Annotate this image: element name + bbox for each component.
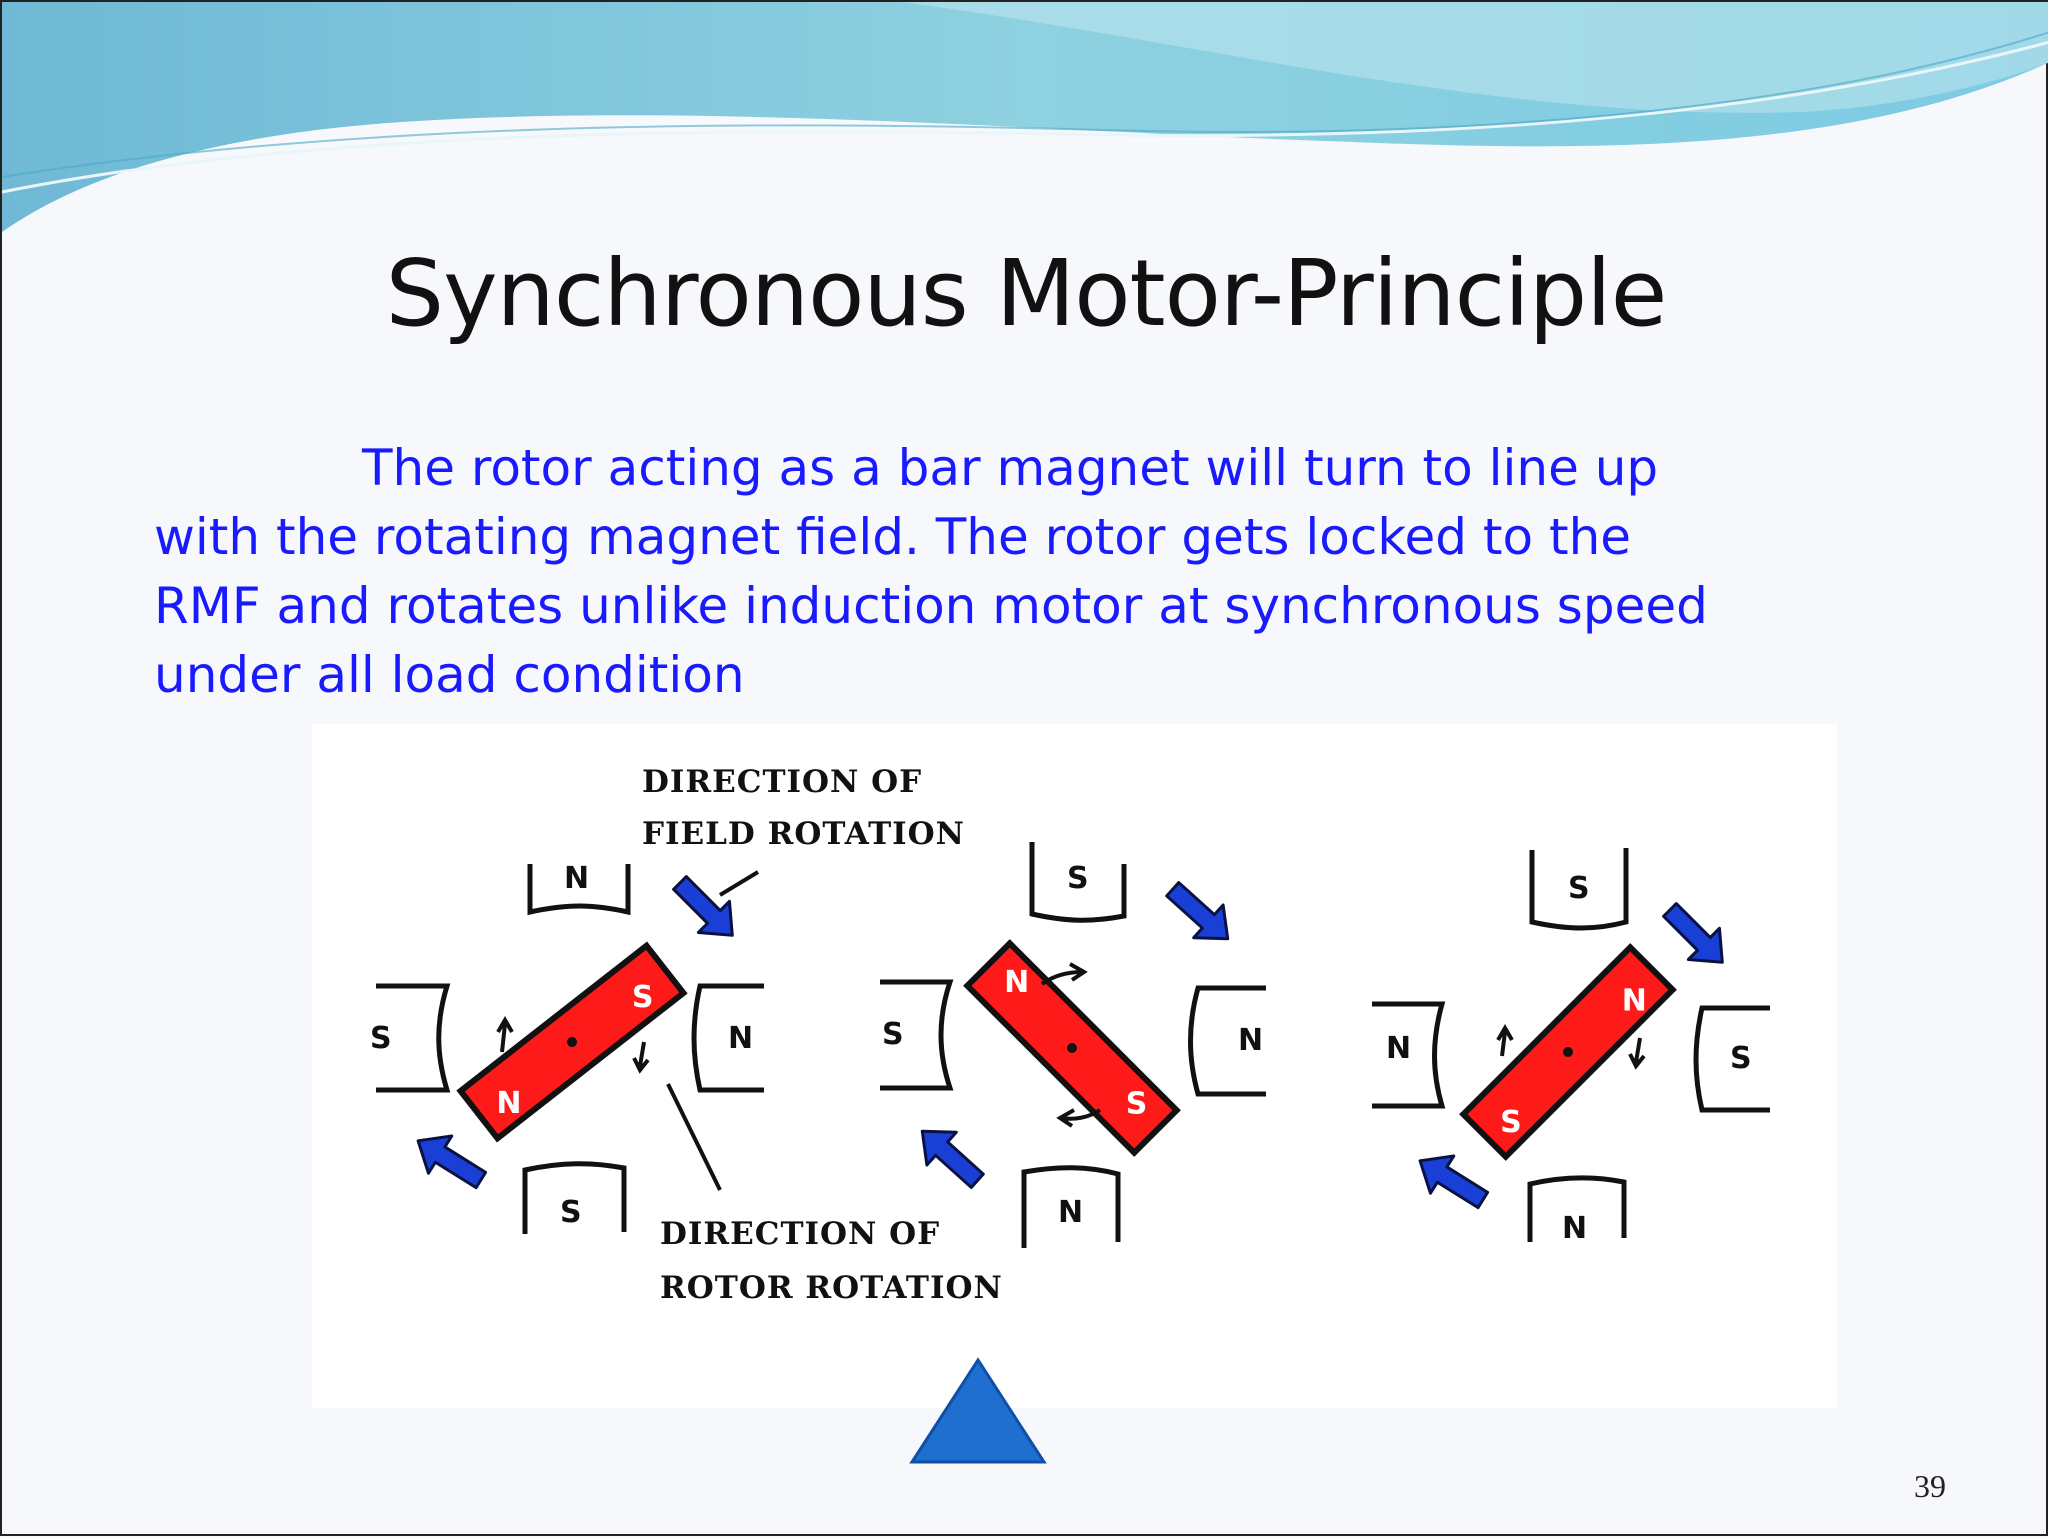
header-wave-decoration: [2, 2, 2048, 232]
rotor-bar-magnet: N S: [963, 939, 1181, 1157]
rotor-pole-lower: N: [496, 1086, 521, 1121]
field-arrow-icon: [1156, 871, 1244, 957]
body-line: under all load condition: [154, 646, 745, 704]
slide-title: Synchronous Motor-Principle: [385, 240, 1668, 347]
pole-label-bottom: S: [560, 1195, 582, 1230]
rotor-rotation-arrow: [1628, 1037, 1646, 1070]
rotor-rotation-arrow: [496, 1016, 514, 1053]
field-rotation-caption: FIELD ROTATION: [642, 816, 965, 852]
pole-label-left: S: [882, 1017, 904, 1052]
rotor-bar-magnet: N S: [1459, 943, 1677, 1161]
pole-label-bottom: N: [1562, 1211, 1587, 1246]
pole-shoe-right: [1188, 985, 1266, 1097]
rotor-pole-upper: N: [1004, 965, 1029, 1000]
motor-panel-3: S N S N N S: [1372, 848, 1770, 1246]
rotor-rotation-arrow: [1496, 1024, 1514, 1057]
pole-label-top: S: [1067, 861, 1089, 896]
rotor-bar-magnet: S N: [456, 941, 688, 1143]
pole-label-right: N: [728, 1021, 753, 1056]
rotor-caption-leader: [666, 1083, 722, 1191]
pole-label-top: N: [564, 861, 589, 896]
rotor-pole-upper: S: [632, 980, 654, 1015]
rotor-rotation-caption: ROTOR ROTATION: [660, 1270, 1003, 1306]
field-arrow-icon: [1406, 1140, 1496, 1221]
pole-shoe-top: [527, 864, 631, 916]
pole-shoe-right: [691, 983, 764, 1093]
pole-shoe-top: [1029, 842, 1127, 923]
motor-panel-1: N S N S S N DIRECTION OF FIELD ROTATION …: [370, 764, 1003, 1306]
motor-panel-2: S S N N N S: [880, 842, 1266, 1248]
field-arrow-icon: [662, 865, 750, 953]
pole-shoe-left: [880, 979, 954, 1091]
rotor-pole-upper: N: [1622, 983, 1647, 1018]
field-arrow-icon: [404, 1120, 494, 1201]
pole-shoe-left: [1372, 1001, 1446, 1109]
pole-label-right: N: [1238, 1023, 1263, 1058]
body-paragraph: The rotor acting as a bar magnet will tu…: [154, 434, 1814, 710]
pole-shoe-right: [1693, 1005, 1770, 1113]
pole-label-bottom: N: [1058, 1195, 1083, 1230]
rotor-rotation-arrow: [1040, 962, 1088, 986]
rotor-pole-lower: S: [1500, 1105, 1522, 1140]
pole-shoe-bottom: [522, 1161, 627, 1234]
rotor-rotation-arrow: [1056, 1108, 1102, 1128]
field-caption-leader: [718, 870, 760, 897]
rotor-pole-lower: S: [1126, 1087, 1148, 1122]
pole-label-left: S: [370, 1021, 392, 1056]
field-rotation-caption: DIRECTION OF: [642, 764, 922, 800]
pole-shoe-left: [376, 983, 451, 1093]
pole-shoe-bottom: [1527, 1175, 1627, 1242]
body-line: The rotor acting as a bar magnet will tu…: [362, 439, 1659, 497]
rotor-rotation-arrow: [632, 1041, 650, 1074]
field-arrow-icon: [1652, 892, 1740, 980]
pole-label-right: S: [1730, 1041, 1752, 1076]
pole-label-top: S: [1568, 871, 1590, 906]
body-line: with the rotating magnet field. The roto…: [154, 508, 1632, 566]
field-arrow-icon: [906, 1113, 994, 1199]
body-line: RMF and rotates unlike induction motor a…: [154, 577, 1708, 635]
page-number: 39: [1914, 1468, 1946, 1504]
triangle-up-icon[interactable]: [908, 1356, 1048, 1466]
pole-label-left: N: [1386, 1031, 1411, 1066]
pole-shoe-top: [1529, 848, 1629, 931]
pole-shoe-bottom: [1021, 1165, 1121, 1248]
rotor-rotation-caption: DIRECTION OF: [660, 1216, 940, 1252]
